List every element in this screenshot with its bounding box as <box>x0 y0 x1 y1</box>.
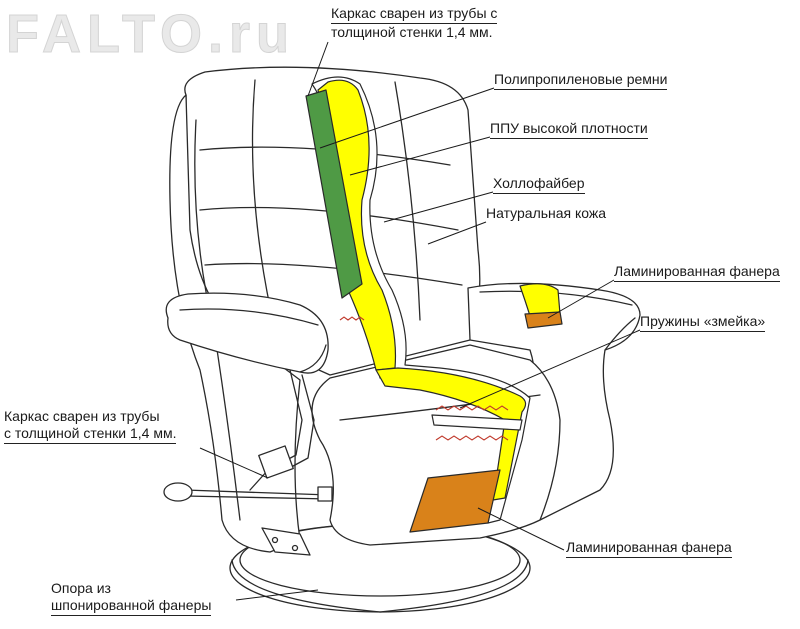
leader-frame-top <box>307 41 329 97</box>
leader-belts <box>319 87 495 149</box>
label-frame-left-line2: с толщиной стенки 1,4 мм. <box>4 425 177 444</box>
label-belts: Полипропиленовые ремни <box>494 71 668 90</box>
leader-leather <box>427 221 487 245</box>
mechanism-bracket <box>258 445 294 479</box>
backrest-seam-3 <box>204 262 463 286</box>
label-foam: ППУ высокой плотности <box>490 120 648 139</box>
mechanism-arm-2 <box>281 374 315 473</box>
mechanism-arm <box>249 369 303 491</box>
backrest-seam-1 <box>199 146 451 166</box>
backrest-seam-2 <box>199 206 459 231</box>
leader-foam <box>349 136 491 176</box>
plywood-seat <box>409 469 501 533</box>
label-hollofiber: Холлофайбер <box>493 175 585 194</box>
leader-plywood-arm <box>547 279 615 319</box>
base-edge <box>231 559 529 613</box>
label-base-line2: шпонированной фанеры <box>51 597 212 616</box>
recline-lever-knob <box>163 482 193 502</box>
leader-base <box>235 589 319 601</box>
lever-clip <box>317 486 333 502</box>
right-armrest-front <box>604 317 636 351</box>
label-plywood-seat: Ламинированная фанера <box>566 539 732 558</box>
backrest-seam-5 <box>394 81 421 321</box>
label-frame-top: Каркас сварен из трубы с толщиной стенки… <box>331 5 498 41</box>
label-leather: Натуральная кожа <box>486 205 607 221</box>
recline-lever <box>184 489 331 496</box>
zigzag-springs <box>339 316 509 441</box>
watermark-logo: FALTO.ru <box>6 4 295 65</box>
leader-springs <box>459 329 641 409</box>
leader-plywood-seat <box>477 507 565 551</box>
label-frame-top-line1: Каркас сварен из трубы с <box>331 5 498 24</box>
label-frame-left: Каркас сварен из трубы с толщиной стенки… <box>4 408 177 444</box>
left-armrest <box>165 292 329 374</box>
seat-frame-tube <box>431 414 523 431</box>
label-frame-left-line1: Каркас сварен из трубы <box>4 408 160 424</box>
label-base-line1: Опора из <box>51 580 111 596</box>
backrest-metal-frame <box>305 89 363 299</box>
leader-hollofiber <box>383 191 494 223</box>
label-frame-top-line2: толщиной стенки 1,4 мм. <box>331 24 493 40</box>
leader-frame-left <box>199 447 269 479</box>
label-springs: Пружины «змейка» <box>640 313 766 332</box>
foam-seat <box>375 367 527 501</box>
label-base: Опора из шпонированной фанеры <box>51 580 212 616</box>
label-plywood-arm: Ламинированная фанера <box>614 263 780 282</box>
left-armrest-front <box>299 344 327 373</box>
cutaway-layers <box>305 76 563 533</box>
leader-lines <box>199 41 641 601</box>
plywood-armrest <box>524 311 563 329</box>
left-armrest-top <box>179 308 319 326</box>
